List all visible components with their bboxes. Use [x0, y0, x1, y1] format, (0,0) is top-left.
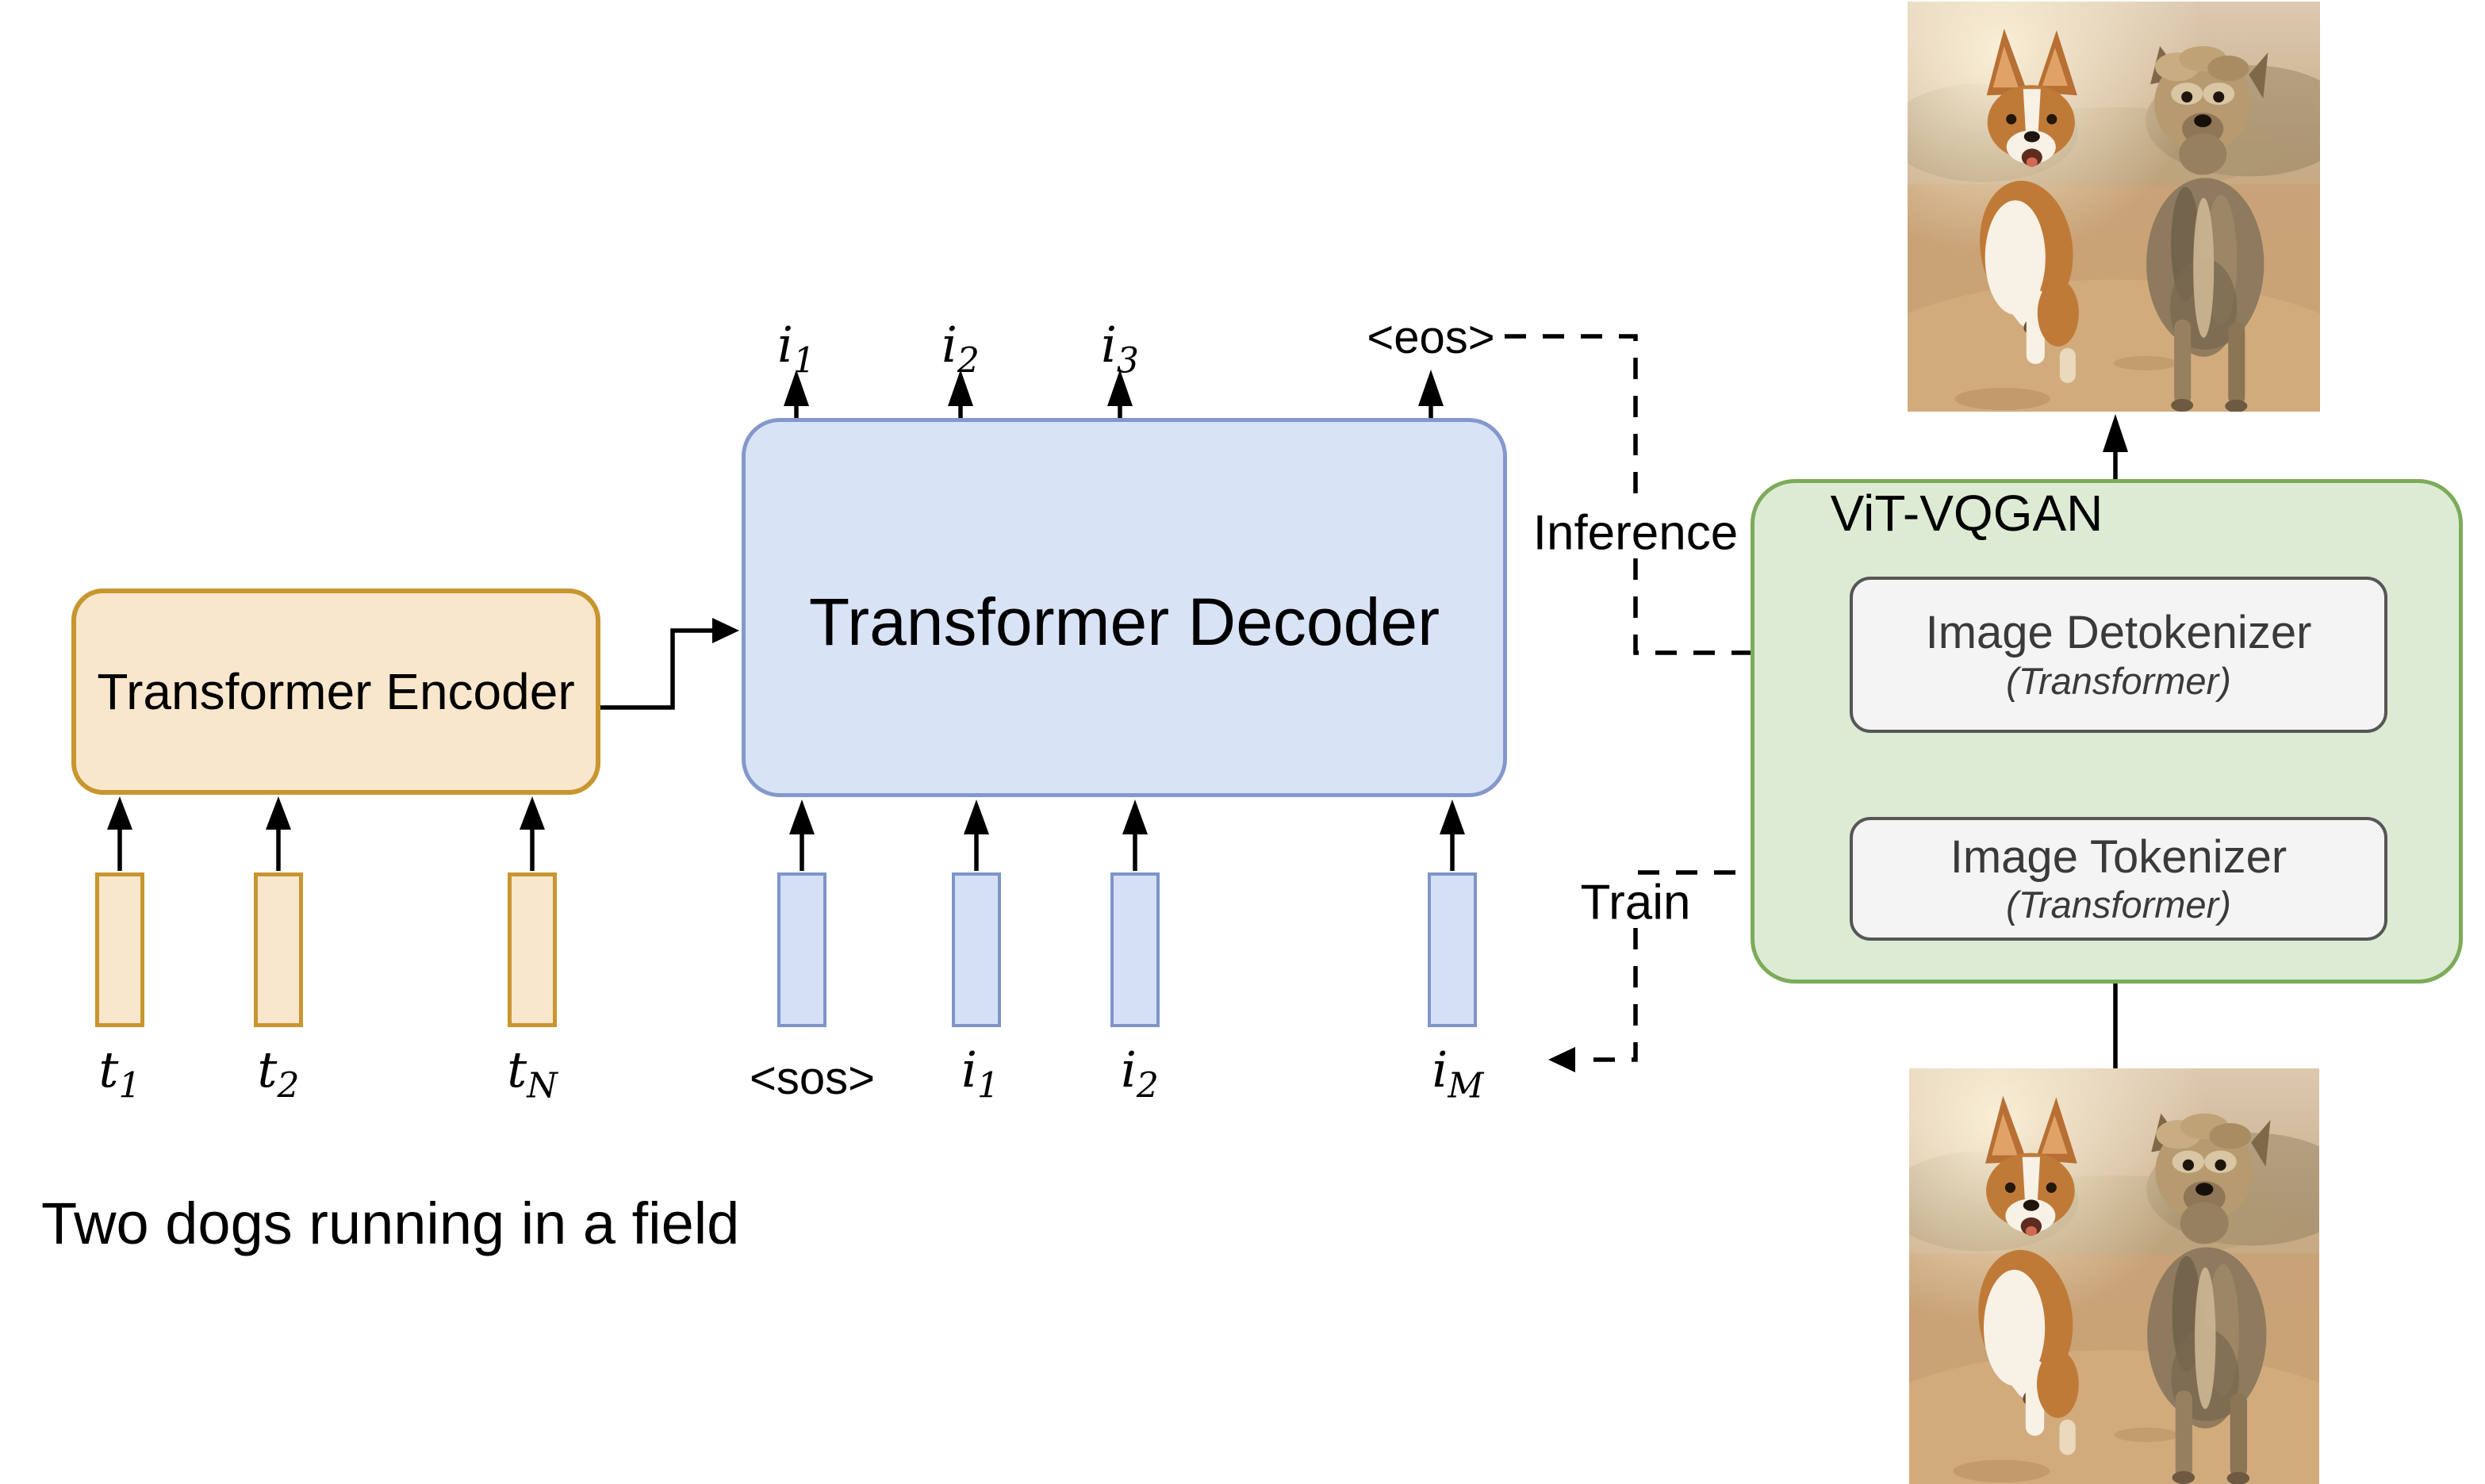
image-token-bar-sos — [777, 872, 826, 1027]
output-label-i2: i2 — [941, 316, 980, 382]
token-label-tN: tN — [507, 1041, 558, 1106]
transformer-encoder-box: Transformer Encoder — [71, 589, 600, 795]
image-detokenizer-subtitle: (Transformer) — [2006, 659, 2231, 702]
image-tokenizer-subtitle: (Transformer) — [2006, 884, 2231, 926]
text-token-bar-1 — [95, 872, 144, 1027]
text-token-bar-3 — [508, 872, 557, 1027]
text-prompt: Two dogs running in a field — [41, 1191, 740, 1256]
transformer-encoder-label: Transformer Encoder — [97, 663, 575, 720]
image-detokenizer-box: Image Detokenizer (Transformer) — [1850, 577, 2387, 733]
train-arrowhead — [1548, 1047, 1575, 1072]
input-label-i2: i2 — [1121, 1041, 1159, 1106]
image-token-bar-i2 — [1110, 872, 1160, 1027]
input-label-sos: <sos> — [750, 1053, 875, 1104]
image-token-bar-i1 — [952, 872, 1001, 1027]
train-label: Train — [1580, 875, 1691, 930]
text-token-bar-2 — [254, 872, 303, 1027]
vit-vqgan-title: ViT-VQGAN — [1830, 485, 2103, 542]
image-tokenizer-box: Image Tokenizer (Transformer) — [1850, 817, 2387, 941]
image-token-bar-iM — [1428, 872, 1477, 1027]
inference-label: Inference — [1532, 505, 1739, 561]
training-input-dogs-image — [1909, 1068, 2319, 1484]
transformer-decoder-label: Transformer Decoder — [808, 584, 1440, 659]
image-tokenizer-label: Image Tokenizer — [1950, 830, 2288, 883]
input-label-iM: iM — [1432, 1041, 1484, 1106]
transformer-decoder-box: Transformer Decoder — [742, 418, 1507, 797]
token-label-t1: t1 — [98, 1041, 141, 1106]
input-label-i1: i1 — [961, 1041, 999, 1106]
generated-dogs-image — [1908, 2, 2320, 412]
output-label-i3: i3 — [1101, 316, 1139, 382]
image-detokenizer-label: Image Detokenizer — [1925, 607, 2312, 659]
output-label-i1: i1 — [777, 316, 815, 382]
output-label-eos: <eos> — [1367, 312, 1495, 363]
token-label-t2: t2 — [257, 1041, 300, 1106]
